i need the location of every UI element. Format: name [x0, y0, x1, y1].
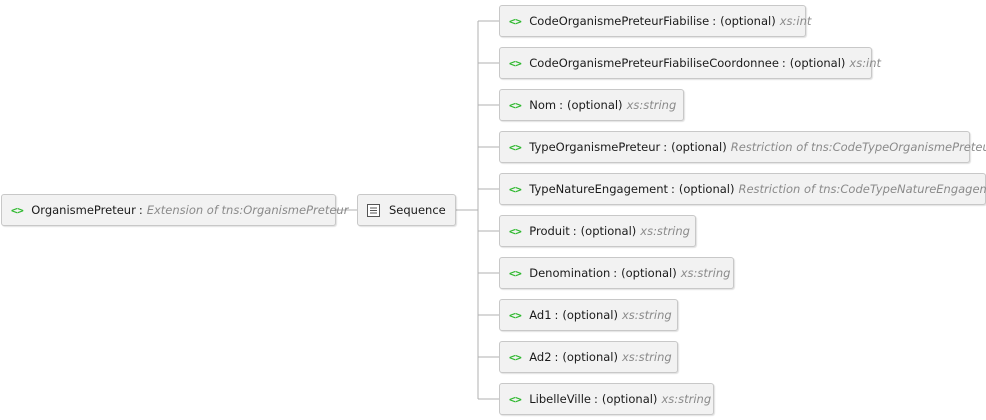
element-icon: <>	[509, 308, 522, 322]
child-element-occurrence: (optional)	[621, 266, 677, 280]
root-element-name: OrganismePreteur	[31, 203, 136, 217]
element-icon: <>	[509, 56, 522, 70]
name-separator: :	[712, 14, 717, 28]
child-element-occurrence: (optional)	[580, 224, 637, 238]
name-separator: :	[138, 203, 143, 217]
child-element-name: CodeOrganismePreteurFiabilise	[529, 14, 710, 28]
child-element-node[interactable]: <> CodeOrganismePreteurFiabilise:(optiona…	[499, 5, 811, 37]
child-element-node[interactable]: <> CodeOrganismePreteurFiabiliseCoordonne…	[499, 47, 881, 79]
child-element-type: Restriction of tns:CodeTypeOrganismePret…	[730, 140, 986, 154]
sequence-label: Sequence	[389, 203, 446, 217]
child-element-name: TypeNatureEngagement	[529, 182, 669, 196]
child-element-occurrence: (optional)	[601, 392, 658, 406]
child-element-name: Ad1	[529, 308, 552, 322]
sequence-node[interactable]: Sequence	[357, 194, 456, 226]
name-separator: :	[554, 308, 559, 322]
child-element-type: Restriction of tns:CodeTypeNatureEngagem…	[738, 182, 986, 196]
child-element-type: xs:string	[622, 350, 672, 364]
child-element-type: xs:string	[640, 224, 690, 238]
child-element-node[interactable]: <> Produit:(optional)xs:string	[499, 215, 696, 247]
name-separator: :	[593, 392, 598, 406]
connector-branches	[478, 20, 499, 400]
child-element-node[interactable]: <> TypeNatureEngagement:(optional)Restric…	[499, 173, 986, 205]
element-icon: <>	[509, 350, 522, 364]
child-element-node[interactable]: <> Nom:(optional)xs:string	[499, 89, 684, 121]
child-element-type: xs:string	[626, 98, 677, 112]
child-element-type: xs:string	[622, 308, 672, 322]
child-element-occurrence: (optional)	[566, 98, 623, 112]
root-element-node[interactable]: <> OrganismePreteur : Extension of tns:O…	[1, 194, 348, 226]
element-icon: <>	[509, 392, 522, 406]
element-icon: <>	[509, 266, 522, 280]
element-icon: <>	[509, 14, 522, 28]
child-element-type: xs:int	[849, 56, 882, 70]
child-element-type: xs:int	[779, 14, 812, 28]
name-separator: :	[671, 182, 675, 196]
child-element-occurrence: (optional)	[789, 56, 846, 70]
name-separator: :	[572, 224, 577, 238]
name-separator: :	[613, 266, 618, 280]
child-element-occurrence: (optional)	[671, 140, 727, 154]
root-element-type: Extension of tns:OrganismePreteur	[146, 203, 349, 217]
child-element-occurrence: (optional)	[562, 350, 618, 364]
child-element-node[interactable]: <> Ad2:(optional) xs:string	[499, 341, 678, 373]
element-icon: <>	[509, 140, 522, 154]
child-element-name: Ad2	[529, 350, 552, 364]
name-separator: :	[554, 350, 559, 364]
element-icon: <>	[509, 98, 522, 112]
child-element-occurrence: (optional)	[562, 308, 618, 322]
element-icon: <>	[509, 224, 522, 238]
child-element-node[interactable]: <> LibelleVille:(optional)xs:string	[499, 383, 714, 415]
element-icon: <>	[11, 203, 24, 217]
child-element-type: xs:string	[661, 392, 712, 406]
child-element-occurrence: (optional)	[720, 14, 776, 28]
child-element-name: Nom	[529, 98, 557, 112]
sequence-icon	[367, 203, 380, 217]
child-element-name: CodeOrganismePreteurFiabiliseCoordonnee	[529, 56, 779, 70]
element-icon: <>	[509, 182, 522, 196]
name-separator: :	[559, 98, 563, 112]
child-element-node[interactable]: <> TypeOrganismePreteur:(optional)Restric…	[499, 131, 986, 163]
child-element-name: Denomination	[529, 266, 611, 280]
name-separator: :	[781, 56, 786, 70]
child-element-node[interactable]: <> Ad1:(optional) xs:string	[499, 299, 678, 331]
child-element-node[interactable]: <> Denomination:(optional)xs:string	[499, 257, 734, 289]
child-element-type: xs:string	[680, 266, 731, 280]
child-element-name: TypeOrganismePreteur	[529, 140, 661, 154]
child-element-occurrence: (optional)	[678, 182, 735, 196]
child-element-name: Produit	[529, 224, 570, 238]
name-separator: :	[663, 140, 668, 154]
child-element-name: LibelleVille	[529, 392, 591, 406]
